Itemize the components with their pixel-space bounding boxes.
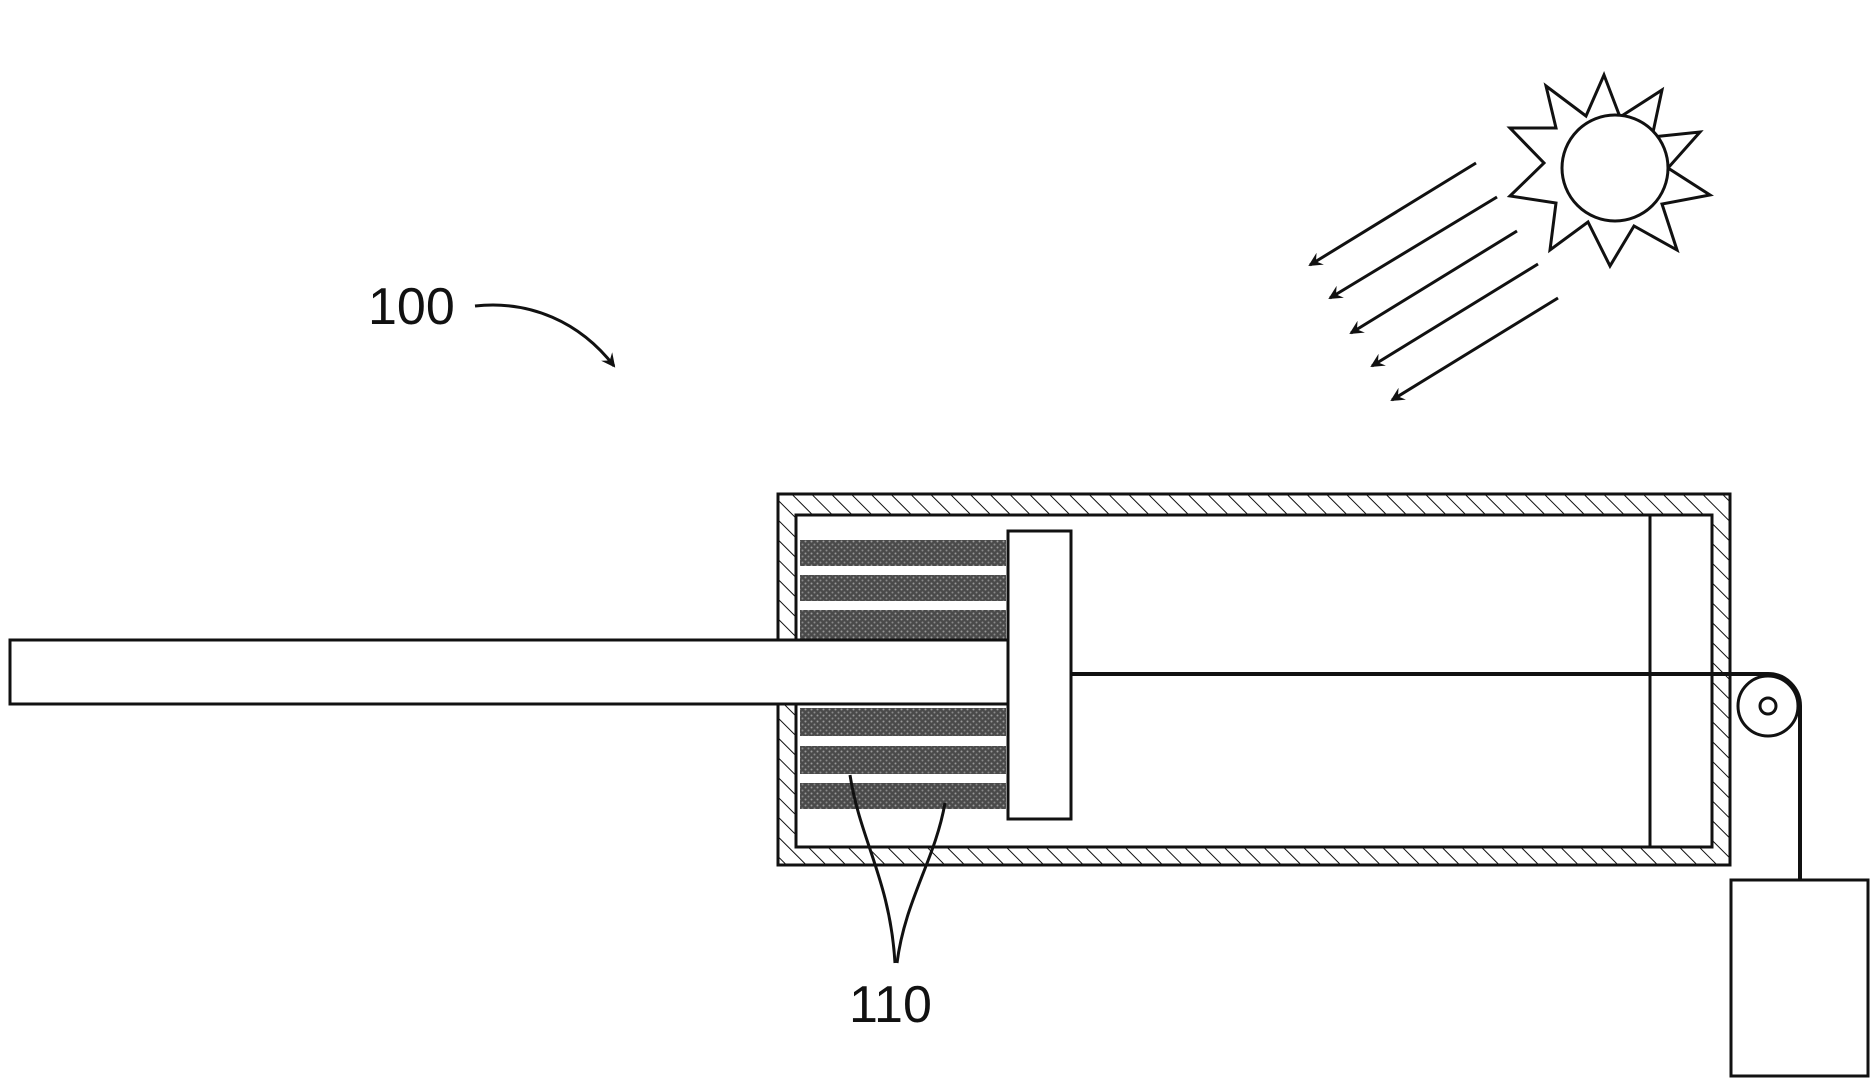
actuator-strip [800,540,1006,566]
pulley [1738,676,1798,736]
device-reference-label: 100 [368,278,455,336]
sun-disc-icon [1562,115,1668,221]
strip-reference-label: 110 [849,976,932,1034]
piston-head [1008,531,1071,819]
actuator-strip [800,610,1006,640]
actuator-strip [800,746,1006,774]
actuator-strip [800,708,1006,736]
actuator-strip [800,783,1006,809]
pulley-axle [1760,698,1776,714]
light-ray-2 [1330,197,1497,298]
sun-icon [1510,75,1710,266]
light-ray-1 [1310,163,1476,265]
weight-block [1731,880,1868,1076]
light-ray-3 [1351,231,1517,333]
piston-rod [10,640,1008,704]
actuator-strip [800,575,1006,601]
device-leader-arrow [475,305,614,366]
light-ray-5 [1392,298,1558,400]
light-ray-4 [1372,264,1538,366]
